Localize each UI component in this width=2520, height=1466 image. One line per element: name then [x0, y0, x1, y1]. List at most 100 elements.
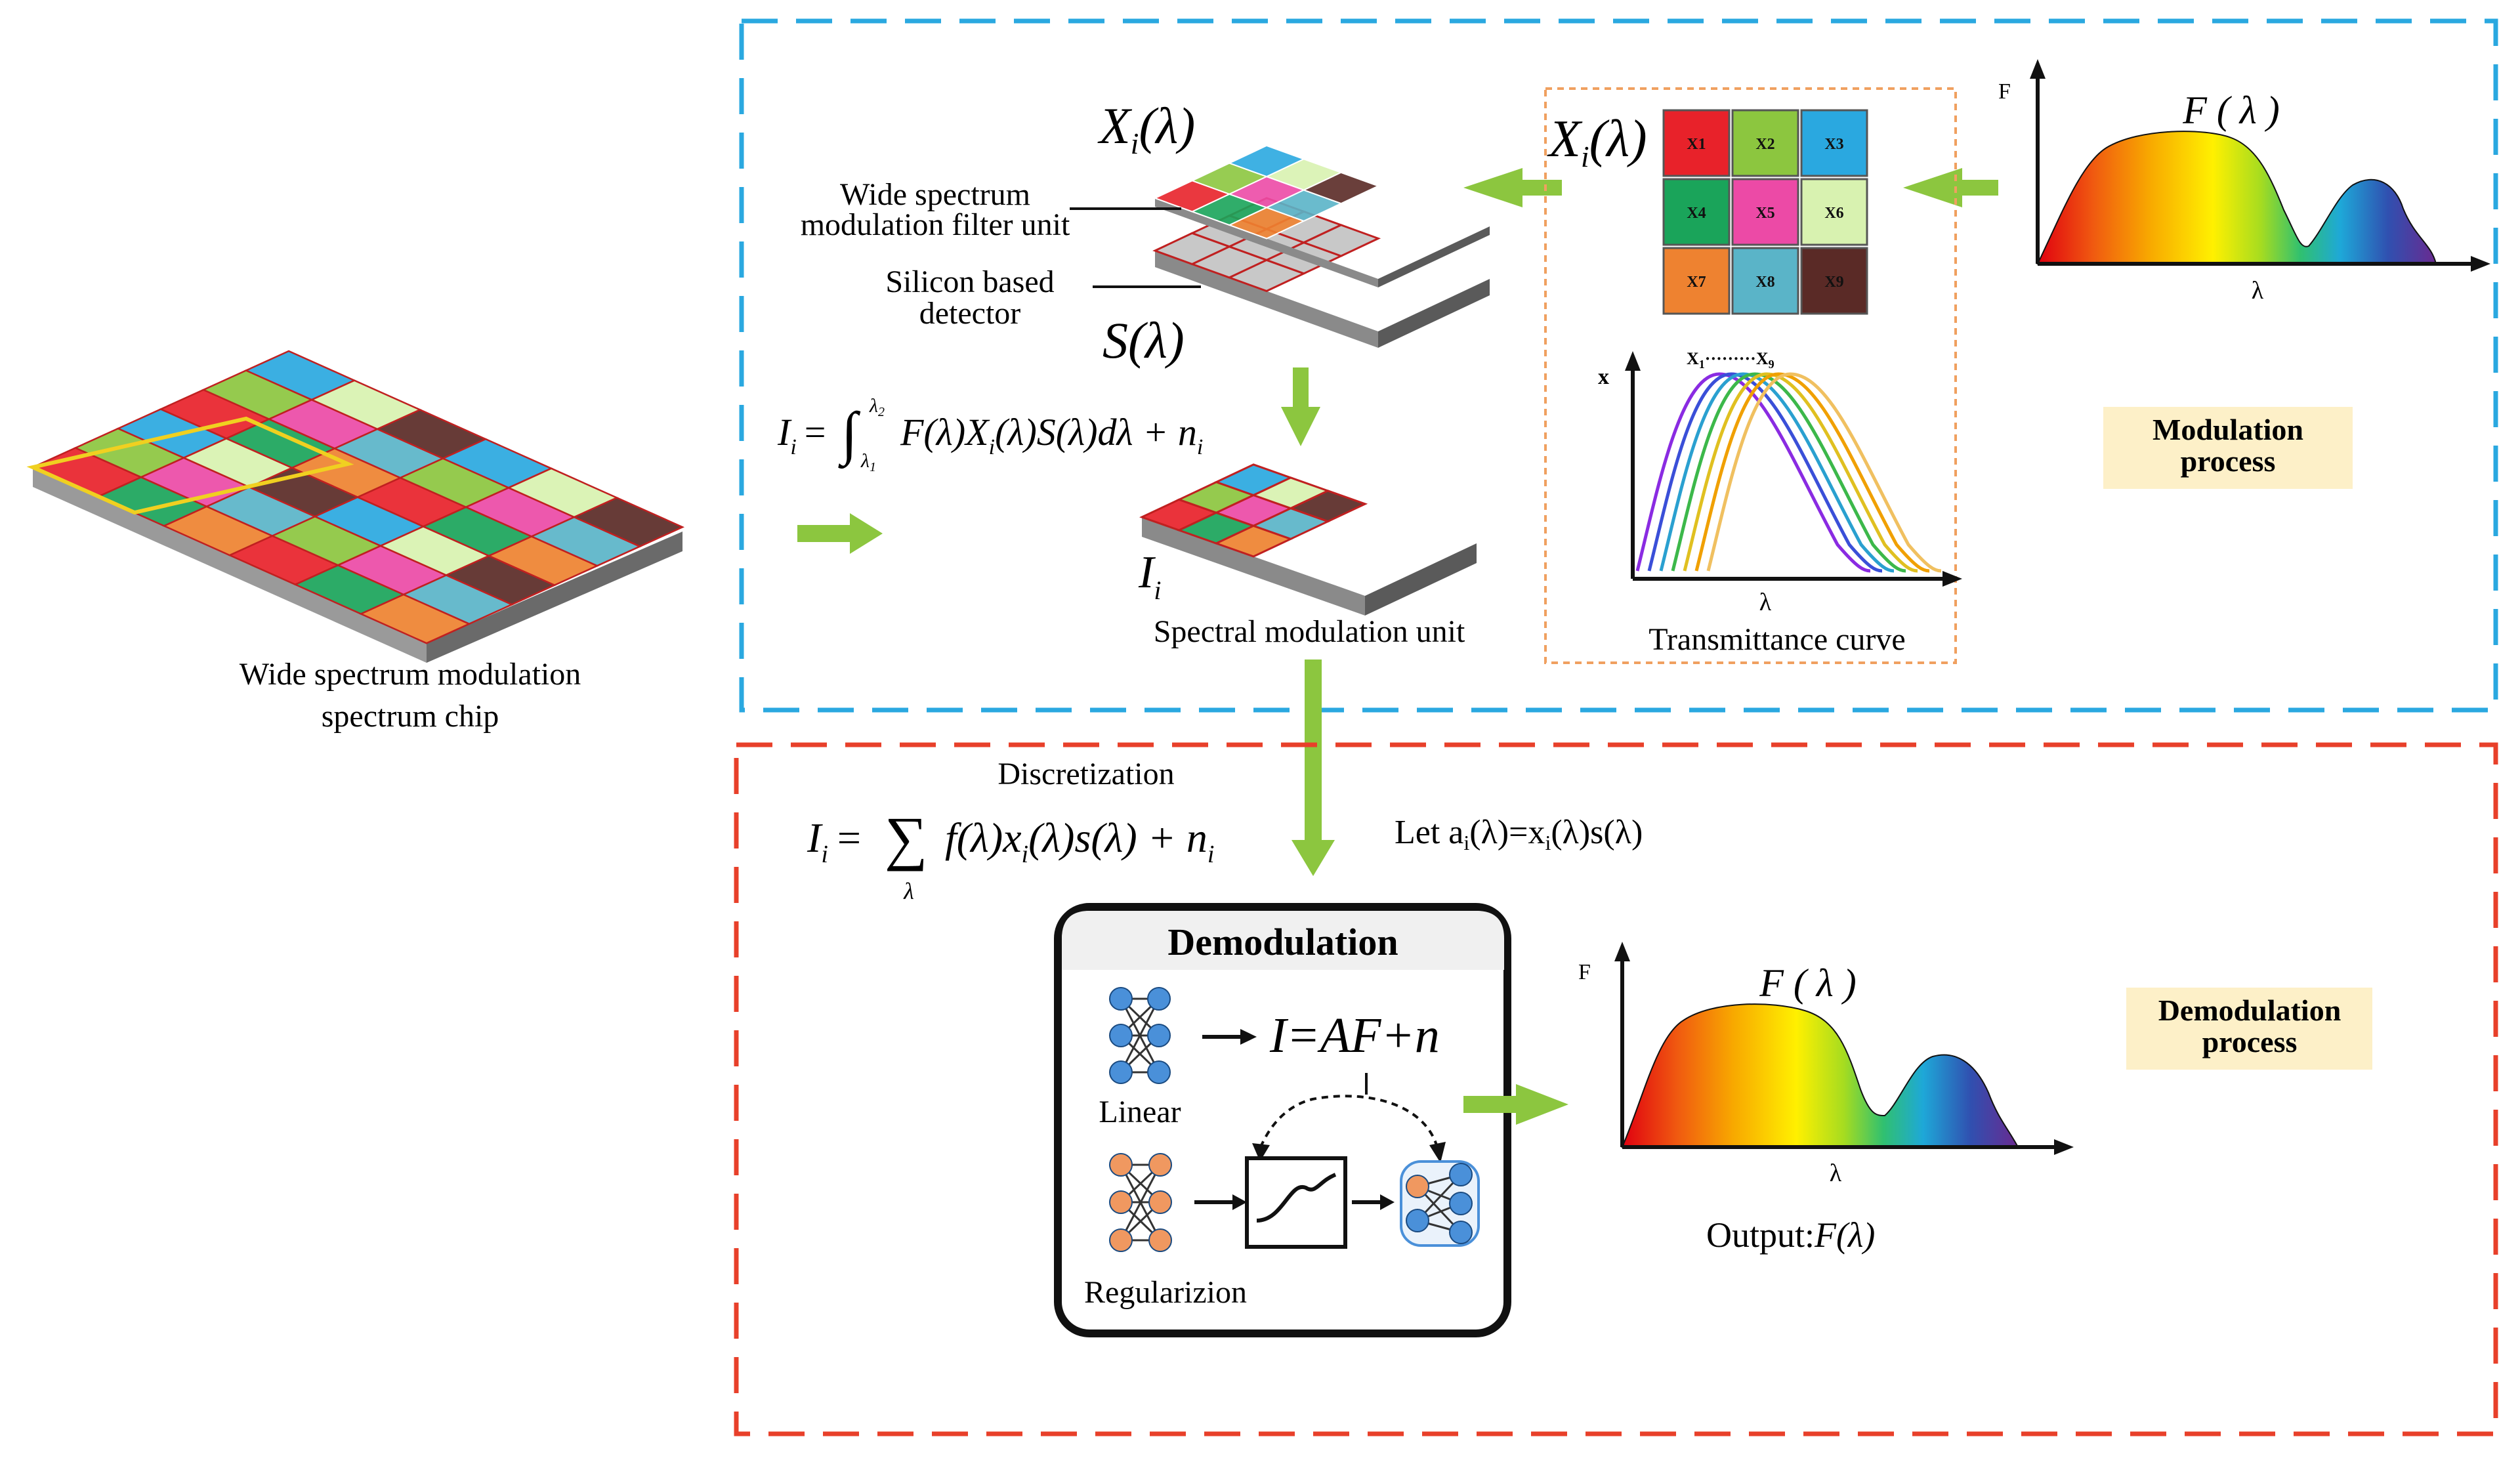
detector-side-right	[1378, 279, 1490, 348]
network-edge	[1120, 998, 1160, 1073]
unit-grid	[1139, 463, 1368, 558]
grid-function-label: Xi(λ)	[1547, 110, 1647, 173]
transmittance-curve	[1683, 372, 1918, 573]
detector-function-label: S(λ)	[1102, 312, 1185, 369]
network-node	[1449, 1192, 1473, 1215]
spectral-modulation-unit	[1139, 463, 1477, 616]
output-spectrum-area	[1621, 1003, 2019, 1148]
arrow-to-grid	[1903, 168, 1998, 207]
output-spectrum-title: F ( λ )	[1759, 961, 1857, 1005]
filter-matrix-label: X9	[1824, 274, 1843, 291]
arrow-to-filter	[1463, 168, 1562, 207]
chip-caption-line2: spectrum chip	[322, 699, 499, 734]
network-node	[1109, 1024, 1133, 1047]
filter-matrix-cell	[1800, 178, 1868, 246]
demodulation-box-title: Demodulation	[1167, 921, 1398, 963]
integral-formula: Ii=	[777, 411, 826, 459]
transmittance-x-label: λ	[1759, 589, 1772, 616]
activation-icon	[1245, 1156, 1347, 1249]
network-node	[1109, 1060, 1133, 1084]
filter-matrix-label: X3	[1824, 136, 1843, 153]
filter-side-right	[1378, 226, 1490, 287]
network-node	[1147, 1060, 1171, 1084]
filter-matrix-cell	[1662, 109, 1731, 177]
filter-matrix-label: X4	[1687, 205, 1706, 222]
sum-formula-lhs: Ii=	[807, 814, 861, 868]
network-node	[1406, 1209, 1429, 1232]
filter-matrix-cell	[1731, 178, 1799, 246]
arrow-down-to-unit	[1281, 367, 1320, 446]
filter-design-panel	[1544, 87, 1957, 664]
input-spectrum-area	[2036, 131, 2437, 264]
transmittance-curve	[1659, 372, 1895, 573]
regularization-network-icon	[1109, 1153, 1172, 1252]
network-node	[1147, 1024, 1171, 1047]
network-node	[1109, 1153, 1133, 1177]
transmittance-curve	[1694, 372, 1930, 573]
chip-highlight-frame	[26, 416, 354, 515]
filter-matrix-label: X1	[1687, 136, 1706, 153]
transmittance-peak-label: X1·········X9	[1687, 349, 1774, 371]
detector-label-line1: Silicon based	[885, 264, 1054, 299]
unit-side-left	[1142, 517, 1365, 616]
network-edge	[1120, 1164, 1162, 1241]
filter-grid	[1153, 144, 1380, 240]
arrow-chip-to-modulation	[797, 513, 883, 554]
detector-cell	[1301, 224, 1381, 257]
filter-detector-stack	[1152, 144, 1490, 348]
network-node	[1109, 987, 1133, 1011]
filter-matrix-label: X8	[1755, 274, 1774, 291]
input-spectrum-x-label: λ	[2252, 277, 2264, 304]
let-definition: Let ai(λ)=xi(λ)s(λ)	[1395, 814, 1643, 854]
demodulation-process-note	[2126, 988, 2372, 1070]
filter-label-line1: Wide spectrum	[840, 177, 1030, 212]
filter-matrix-cell	[1800, 109, 1868, 177]
transmittance-x-arrow	[1942, 571, 1962, 587]
transmittance-curve	[1706, 372, 1942, 573]
spectrum-chip	[26, 350, 685, 663]
filter-matrix-cell	[1731, 109, 1799, 177]
equation-arrow	[1202, 1029, 1257, 1045]
input-spectrum-y-label: F	[1998, 79, 2011, 104]
integral-upper-limit: λ2	[869, 395, 885, 419]
transmittance-y-label: x	[1598, 365, 1609, 389]
filter-side-left	[1155, 198, 1378, 287]
demodulation-process-line1: Demodulation	[2158, 994, 2342, 1027]
chip-tiles	[30, 350, 685, 644]
chip-cell	[572, 497, 685, 548]
modulation-process-line2: process	[2181, 444, 2276, 478]
filter-matrix-cell	[1662, 247, 1731, 315]
network-node	[1148, 1228, 1172, 1252]
network-node	[1109, 1228, 1133, 1252]
output-network-icon	[1400, 1160, 1480, 1247]
demodulation-region-border	[734, 742, 2498, 1436]
chip-side-left	[33, 467, 427, 663]
sum-symbol: ∑	[885, 805, 928, 871]
regularization-label: Regularizion	[1084, 1275, 1247, 1310]
modulation-process-note	[2103, 407, 2353, 489]
discretization-label: Discretization	[998, 757, 1174, 791]
filter-matrix-label: X6	[1824, 205, 1843, 222]
modulation-process-line1: Modulation	[2152, 413, 2303, 446]
integral-lower-limit: λ1	[860, 450, 876, 474]
output-spectrum-y-label: F	[1578, 960, 1591, 984]
network-node	[1148, 1190, 1172, 1214]
output-spectrum-y-arrow	[1614, 942, 1630, 961]
linear-network-icon	[1109, 987, 1171, 1084]
unit-side-right	[1365, 543, 1477, 616]
transmittance-chart: x λ X1·········X9 Transmittance curve	[1598, 349, 1962, 657]
network-node	[1148, 1153, 1172, 1177]
demodulation-equation: I=AF+n	[1269, 1008, 1440, 1063]
input-spectrum-chart: F λ F ( λ )	[1998, 59, 2490, 304]
network-node	[1449, 1163, 1473, 1186]
filter-matrix-cell	[1731, 247, 1799, 315]
transmittance-curves	[1635, 372, 1942, 573]
filter-matrix-cell	[1662, 178, 1731, 246]
output-spectrum-x-arrow	[2054, 1139, 2074, 1155]
transmittance-curve	[1635, 372, 1871, 573]
demodulation-process-line2: process	[2202, 1025, 2298, 1058]
sum-body: f(λ)xi(λ)s(λ) + ni	[945, 814, 1214, 868]
transmittance-y-arrow	[1625, 351, 1641, 371]
arrow-modulation-to-demodulation	[1292, 660, 1335, 876]
modulation-region-border	[739, 18, 2498, 713]
